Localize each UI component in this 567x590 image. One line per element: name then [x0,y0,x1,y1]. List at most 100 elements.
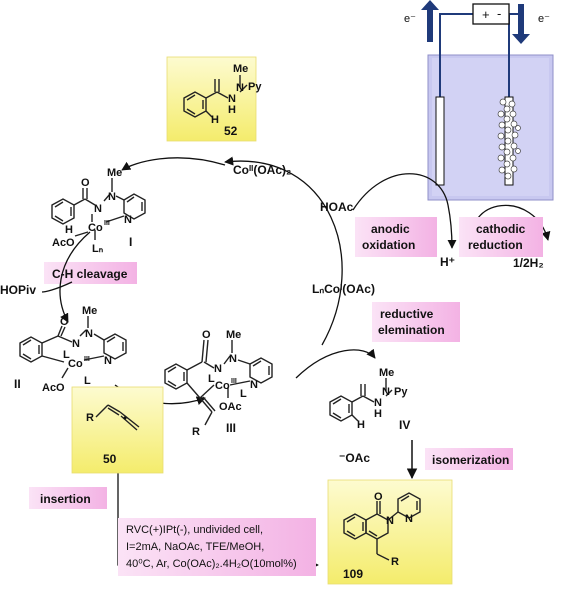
c109-n-py: N [405,513,413,525]
c52-h-ortho: H [211,114,219,126]
c4-nh: N [374,397,382,409]
step-anodic-line1: anodic [371,222,410,236]
c109-n: N [386,515,394,527]
complex-III-l1: L [208,373,215,385]
step-insertion: insertion [29,487,107,509]
compound-IV: N H N Me Py H IV [329,367,410,432]
complex-I-h: H [65,224,73,236]
reductive-elimination-arrow [295,348,376,379]
c52-label: 52 [224,124,238,138]
complex-II-o: O [60,316,69,328]
complex-II-co: Co [68,358,83,370]
anode-electron-arrow [421,0,439,42]
c4-label: IV [399,418,410,432]
species-oac-minus: ⁻OAc [339,451,370,465]
complex-I-aco: AcO [52,237,75,249]
step-insertion-label: insertion [40,492,91,506]
cell-solution-highlight [432,58,549,196]
step-anodic-oxidation: anodic oxidation [355,217,437,257]
c4-h-ortho: H [357,419,365,431]
complex-I: O Me N N N H Co III AcO Lₙ I [51,167,146,255]
complex-III-n-py: N [250,379,258,391]
step-anodic-line2: oxidation [362,238,415,252]
compound-52: N H N Me Py H 52 [166,56,262,142]
step-cathodic-reduction: cathodic reduction [459,217,543,257]
cathode-electron-arrow [512,4,530,44]
c4-h-n: H [374,408,382,420]
step-reductive-elimination: reductive elemination [372,302,460,342]
c4-me: Me [379,367,394,379]
c109-label: 109 [343,567,363,581]
power-supply [472,3,510,25]
complex-I-co: Co [88,222,103,234]
complex-III-co: Co [215,380,230,392]
complex-III-me: Me [226,329,241,341]
conditions-line-2: I=2mA, NaOAc, TFE/MeOH, [126,541,264,553]
c4-n2: N [382,386,390,398]
c52-nh: N [228,93,236,105]
c50-label: 50 [103,452,117,466]
c4-py: Py [394,386,408,398]
c52-n2: N [236,82,244,94]
complex-II-l1: L [63,349,70,361]
c109-o: O [374,491,383,503]
electron-left-label: e⁻ [404,13,416,25]
hopiv-release-arrow [41,281,73,293]
anodic-oxidation-arrow [352,173,457,249]
complex-I-ox: III [104,220,110,227]
step-cathodic-line2: reduction [468,238,523,252]
c109-r: R [391,556,399,568]
step-reductive-line2: elemination [378,323,445,337]
complex-II-me: Me [82,305,97,317]
complex-II: O Me N N N L Co III L AcO II [14,305,127,394]
electron-right-label: e⁻ [538,13,550,25]
c52-py: Py [248,81,262,93]
conditions-line-3: 40⁰C, Ar, Co(OAc)₂.4H₂O(10mol%) [126,558,297,570]
complex-III: O Me N N N L Co III L OAc R III [164,329,273,438]
anode-wire [439,13,473,100]
complex-I-o: O [81,177,90,189]
complex-III-label: III [226,421,236,435]
species-ln-co-i: LₙCoᴵ(OAc) [312,282,375,296]
complex-III-l2: L [240,388,247,400]
complex-I-label: I [129,235,132,249]
compound-52-highlight [166,56,257,142]
complex-III-n1: N [214,363,222,375]
conditions-line-1: RVC(+)IPt(-), undivided cell, [126,524,263,536]
cycle-arc-right [224,156,343,346]
complex-I-ln: Lₙ [92,243,104,255]
species-half-h2: 1/2H₂ [513,256,544,270]
complex-III-oac: OAc [219,401,242,413]
complex-I-n1: N [94,203,102,215]
complex-II-l2: L [84,375,91,387]
complex-III-o: O [202,329,211,341]
reaction-conditions: RVC(+)IPt(-), undivided cell, I=2mA, NaO… [118,518,316,576]
complex-I-n-py: N [124,214,132,226]
complex-II-aco: AcO [42,382,65,394]
cycle-arc-left [121,157,226,171]
anode-rod [435,96,445,186]
power-minus: - [497,6,501,21]
species-hoac: HOAc [320,200,354,214]
ch-cleavage-arrow [59,231,91,323]
conditions-box [118,518,316,576]
complex-II-n-py: N [104,355,112,367]
c50-r: R [86,412,94,424]
complex-III-ox: III [231,378,237,385]
complex-II-n2: N [85,328,93,340]
step-isomerization-label: isomerization [432,453,509,467]
complex-II-ox: III [84,356,90,363]
species-hopiv: HOPiv [0,283,36,297]
species-h-plus: H⁺ [440,255,455,269]
c52-h-n: H [228,104,236,116]
power-plus: + [482,7,490,22]
step-ch-cleavage-label: C-H cleavage [52,267,128,281]
step-cathodic-line1: cathodic [476,222,526,236]
step-reductive-line1: reductive [380,307,434,321]
c52-me: Me [233,63,248,75]
electrochemical-cell: + - e⁻ e⁻ [404,0,554,201]
complex-I-me: Me [107,167,122,179]
compound-50-highlight [71,386,164,474]
compound-109: O N N R 109 [327,479,453,585]
